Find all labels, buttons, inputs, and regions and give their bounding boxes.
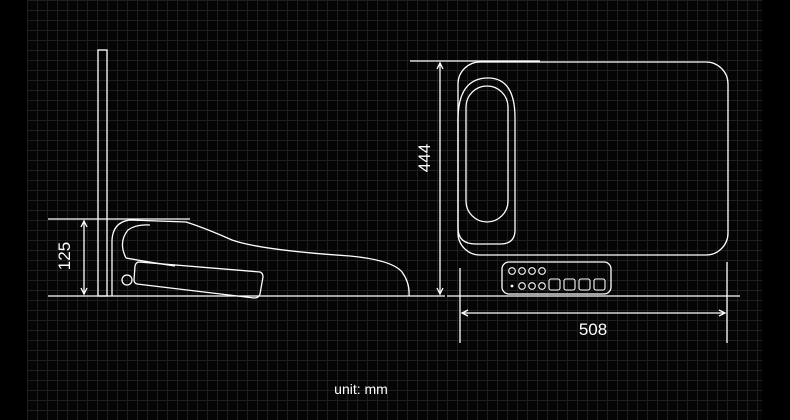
dimension-508-arrowhead-right	[718, 309, 727, 317]
wall-tank-outline	[97, 49, 108, 297]
seat-body-profile	[111, 219, 410, 297]
panel-button-4	[538, 267, 546, 275]
front-view	[410, 60, 740, 343]
dimension-label-125: 125	[55, 242, 74, 270]
panel-button-3	[528, 267, 536, 275]
panel-square-button-4	[593, 278, 606, 291]
panel-dot	[510, 284, 514, 288]
console-outer-outline	[457, 77, 516, 245]
grid-background	[27, 0, 762, 420]
side-view	[48, 49, 445, 299]
dimension-508-arrowhead-left	[460, 309, 469, 317]
panel-button-7	[538, 282, 546, 290]
panel-square-button-2	[563, 278, 576, 291]
front-control-panel	[501, 261, 612, 295]
side-knob-icon	[121, 274, 133, 286]
hinge-joint-line	[125, 257, 176, 267]
hinge-inner-curve	[121, 224, 151, 259]
panel-button-6	[528, 282, 536, 290]
unit-label: unit: mm	[334, 381, 388, 397]
dimension-label-508: 508	[579, 320, 607, 339]
panel-square-button-3	[578, 278, 591, 291]
dimension-444-arrowhead-top	[436, 61, 444, 70]
panel-dots	[510, 284, 514, 288]
panel-buttons	[508, 267, 606, 291]
dimension-125-arrowhead-bottom	[80, 287, 88, 296]
console-inner-slot	[465, 85, 509, 223]
panel-button-5	[518, 282, 526, 290]
dimension-444-arrowhead-bottom	[436, 287, 444, 296]
panel-square-button-1	[548, 278, 561, 291]
dimension-125-arrowhead-top	[80, 219, 88, 228]
panel-button-1	[508, 267, 516, 275]
dimension-label-444: 444	[415, 144, 434, 172]
side-control-panel	[133, 261, 264, 299]
seat-top-outline	[457, 61, 729, 256]
panel-button-2	[518, 267, 526, 275]
